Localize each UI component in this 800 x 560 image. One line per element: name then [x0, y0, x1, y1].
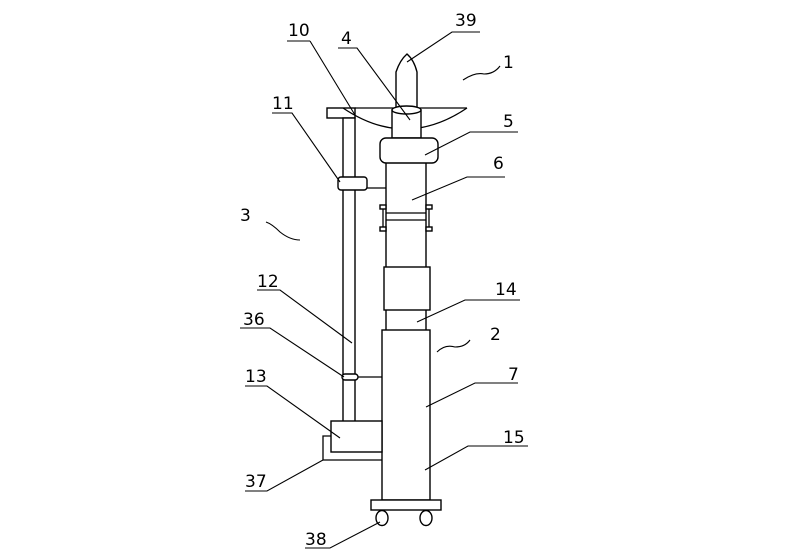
label-3: 3	[240, 206, 251, 226]
label-4: 4	[341, 29, 352, 49]
outer-tube-7	[381, 329, 431, 501]
label-14: 14	[495, 280, 517, 300]
bracket-37	[322, 435, 382, 461]
label-10: 10	[288, 21, 310, 41]
tip-39	[395, 53, 418, 109]
cylinder-4-top	[391, 105, 422, 115]
base-plate	[370, 499, 442, 511]
ring-36	[341, 373, 359, 381]
label-5: 5	[503, 112, 514, 132]
label-1: 1	[503, 53, 514, 73]
clamp-brackets	[379, 204, 433, 232]
label-2: 2	[490, 325, 501, 345]
label-38: 38	[305, 530, 327, 550]
label-36: 36	[243, 310, 265, 330]
label-37: 37	[245, 472, 267, 492]
label-12: 12	[257, 272, 279, 292]
leader-lines	[240, 31, 528, 549]
top-plate	[326, 107, 356, 119]
label-7: 7	[508, 365, 519, 385]
ring-5	[379, 137, 439, 164]
label-15: 15	[503, 428, 525, 448]
clamp-11	[337, 176, 368, 191]
label-11: 11	[272, 94, 294, 114]
block-13	[330, 420, 383, 453]
label-6: 6	[493, 154, 504, 174]
motor-box	[383, 266, 431, 311]
label-39: 39	[455, 11, 477, 31]
label-13: 13	[245, 367, 267, 387]
wheel-38	[375, 509, 389, 527]
wheel	[419, 509, 433, 527]
